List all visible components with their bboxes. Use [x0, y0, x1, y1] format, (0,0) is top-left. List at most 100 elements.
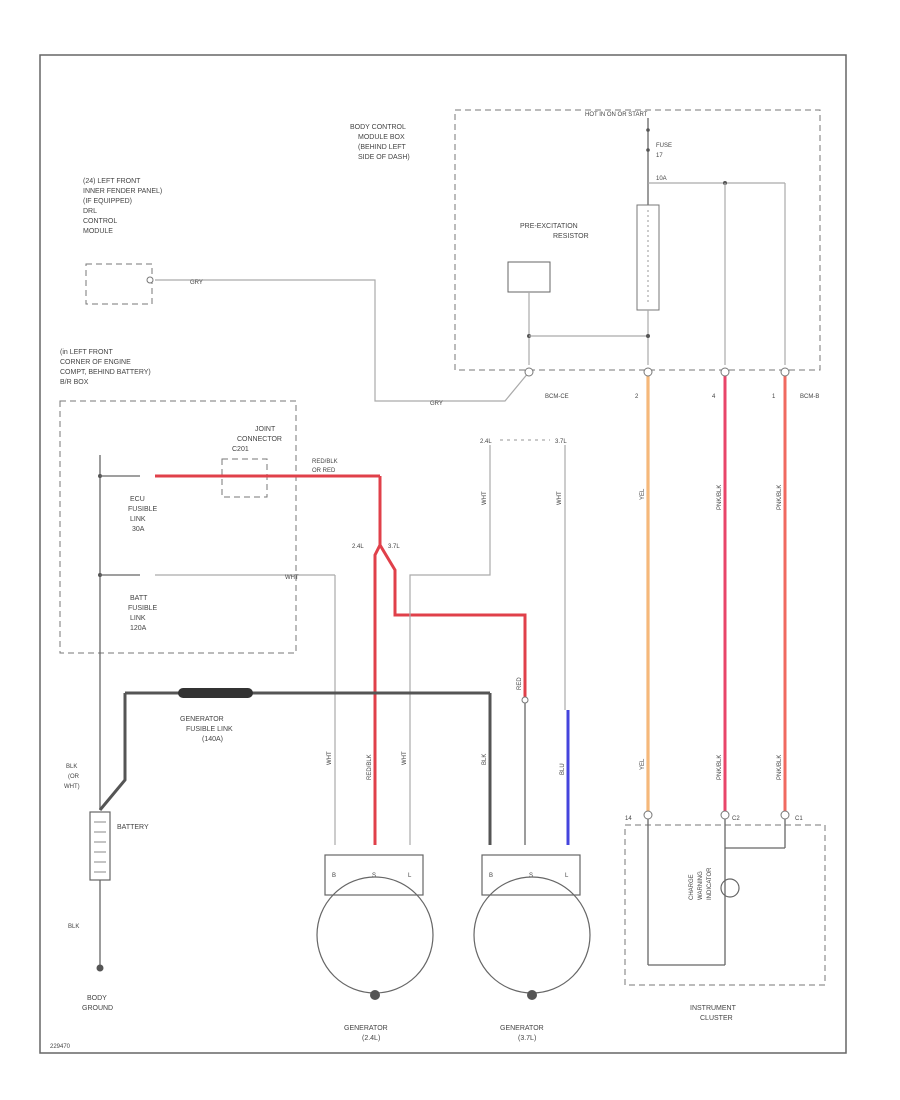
- svg-text:FUSIBLE: FUSIBLE: [128, 605, 158, 612]
- svg-text:ECU: ECU: [130, 496, 145, 503]
- svg-text:2: 2: [635, 394, 639, 400]
- svg-text:GENERATOR: GENERATOR: [180, 716, 224, 723]
- svg-text:S: S: [372, 873, 376, 879]
- svg-text:1: 1: [772, 394, 776, 400]
- red-wht-label-2: OR RED: [312, 468, 336, 474]
- svg-text:LINK: LINK: [130, 615, 146, 622]
- svg-text:CLUSTER: CLUSTER: [700, 1015, 733, 1022]
- wht-label-gen24-l: WHT: [402, 751, 408, 765]
- batt-wire-label: WHT: [285, 575, 299, 581]
- instrument-cluster-pin-labels: 14 C2 C1: [625, 816, 803, 822]
- svg-text:14: 14: [625, 816, 632, 822]
- charge-indicator-lamp: [720, 878, 740, 898]
- drl-wire-label-1: GRY: [190, 280, 203, 286]
- svg-text:17: 17: [656, 153, 663, 159]
- svg-text:BATT: BATT: [130, 595, 148, 602]
- engine-37-label-top: 3.7L: [555, 439, 567, 445]
- wht-label-gen37-upper: WHT: [482, 491, 488, 505]
- joint-connector-label: JOINT CONNECTOR C201: [232, 426, 282, 453]
- svg-text:INDICATOR: INDICATOR: [707, 867, 713, 900]
- svg-text:4: 4: [712, 394, 716, 400]
- body-ground-dot: [96, 964, 104, 972]
- svg-text:PRE-EXCITATION: PRE-EXCITATION: [520, 223, 578, 230]
- body-ground-label: BODY GROUND: [82, 995, 113, 1012]
- instrument-cluster-label: INSTRUMENT CLUSTER: [690, 1005, 737, 1022]
- drl-location-label: (24) LEFT FRONT INNER FENDER PANEL) (IF …: [83, 178, 162, 235]
- drl-control-module: [85, 263, 153, 305]
- svg-text:(IF EQUIPPED): (IF EQUIPPED): [83, 198, 132, 205]
- battery-label: BATTERY: [117, 824, 149, 831]
- svg-text:CONNECTOR: CONNECTOR: [237, 436, 282, 443]
- svg-text:BLK: BLK: [66, 764, 77, 770]
- generator-24l-label: GENERATOR (2.4L): [344, 1025, 388, 1042]
- svg-text:(2.4L): (2.4L): [362, 1035, 380, 1042]
- svg-text:INNER FENDER PANEL): INNER FENDER PANEL): [83, 188, 162, 195]
- wht-label-gen37-l-upper: WHT: [557, 491, 563, 505]
- red-label-gen37: RED: [517, 677, 523, 690]
- svg-text:INSTRUMENT: INSTRUMENT: [690, 1005, 737, 1012]
- svg-text:(BEHIND LEFT: (BEHIND LEFT: [358, 144, 407, 151]
- svg-text:COMPT, BEHIND BATTERY): COMPT, BEHIND BATTERY): [60, 369, 151, 376]
- svg-text:WARNING: WARNING: [698, 871, 704, 900]
- svg-text:GROUND: GROUND: [82, 1005, 113, 1012]
- svg-text:GENERATOR: GENERATOR: [500, 1025, 544, 1032]
- svg-text:BODY CONTROL: BODY CONTROL: [350, 124, 406, 131]
- drl-wire-label-2: GRY: [430, 401, 443, 407]
- svg-text:(OR: (OR: [68, 774, 80, 780]
- pnk-label-upper: PNK/BLK: [717, 485, 723, 510]
- svg-text:30A: 30A: [132, 526, 145, 533]
- diagram-frame: [39, 54, 847, 1054]
- svg-text:B/R BOX: B/R BOX: [60, 379, 89, 386]
- red-label-gen24: RED/BLK: [367, 754, 373, 780]
- wht-label-gen24: WHT: [327, 751, 333, 765]
- svg-text:S: S: [529, 873, 533, 879]
- svg-text:C1: C1: [795, 816, 803, 822]
- svg-text:(in LEFT FRONT: (in LEFT FRONT: [60, 349, 113, 356]
- svg-text:FUSIBLE: FUSIBLE: [128, 506, 158, 513]
- svg-text:MODULE BOX: MODULE BOX: [358, 134, 405, 141]
- bcm-connector-b-label: BCM-B: [800, 394, 819, 400]
- svg-text:JOINT: JOINT: [255, 426, 276, 433]
- figure-code: 229470: [50, 1044, 71, 1050]
- connector-pins: [146, 276, 790, 820]
- svg-text:CORNER OF ENGINE: CORNER OF ENGINE: [60, 359, 131, 366]
- hot-label: HOT IN ON OR START: [585, 112, 648, 118]
- ground-wire-label: BLK: [68, 924, 79, 930]
- svg-text:(3.7L): (3.7L): [518, 1035, 536, 1042]
- generator-24l: B S L: [316, 854, 434, 1000]
- svg-text:RESISTOR: RESISTOR: [553, 233, 589, 240]
- svg-text:B: B: [332, 873, 336, 879]
- svg-text:MODULE: MODULE: [83, 228, 113, 235]
- ecu-fusible-link-label: ECU FUSIBLE LINK 30A: [128, 496, 158, 533]
- joint-connector: [221, 458, 268, 498]
- pnk-label-upper-2: PNK/BLK: [777, 485, 783, 510]
- svg-text:FUSIBLE LINK: FUSIBLE LINK: [186, 726, 233, 733]
- bcm-connector-ce-label: BCM-CE: [545, 394, 569, 400]
- engine-24-label-top: 2.4L: [480, 439, 492, 445]
- charge-indicator-label: CHARGE WARNING INDICATOR: [689, 867, 713, 900]
- generator-37l-label: GENERATOR (3.7L): [500, 1025, 544, 1042]
- batt-fusible-link-label: BATT FUSIBLE LINK 120A: [128, 595, 158, 632]
- svg-text:BODY: BODY: [87, 995, 107, 1002]
- pnk-label-lower: PNK/BLK: [717, 755, 723, 780]
- svg-text:C201: C201: [232, 446, 249, 453]
- generator-fusible-link-label: GENERATOR FUSIBLE LINK (140A): [180, 716, 233, 743]
- svg-text:GENERATOR: GENERATOR: [344, 1025, 388, 1032]
- svg-text:C2: C2: [732, 816, 740, 822]
- bcm-pin-labels: 2 4 1: [635, 394, 776, 400]
- svg-text:B: B: [489, 873, 493, 879]
- generator-37l: B S L: [473, 854, 591, 1000]
- svg-text:L: L: [565, 873, 569, 879]
- bcm-box: [454, 109, 821, 371]
- red-wht-label: RED/BLK: [312, 459, 338, 465]
- generator-fusible-link: [178, 688, 253, 698]
- br-box: [59, 400, 297, 654]
- bcm-module: [507, 261, 551, 293]
- svg-text:DRL: DRL: [83, 208, 97, 215]
- svg-text:CHARGE: CHARGE: [689, 874, 695, 900]
- pnk-label-lower-2: PNK/BLK: [777, 755, 783, 780]
- battery-wire-label: BLK (OR WHT): [64, 764, 80, 790]
- svg-text:SIDE OF DASH): SIDE OF DASH): [358, 154, 410, 161]
- engine-37-label: 3.7L: [388, 544, 400, 550]
- svg-text:10A: 10A: [656, 176, 667, 182]
